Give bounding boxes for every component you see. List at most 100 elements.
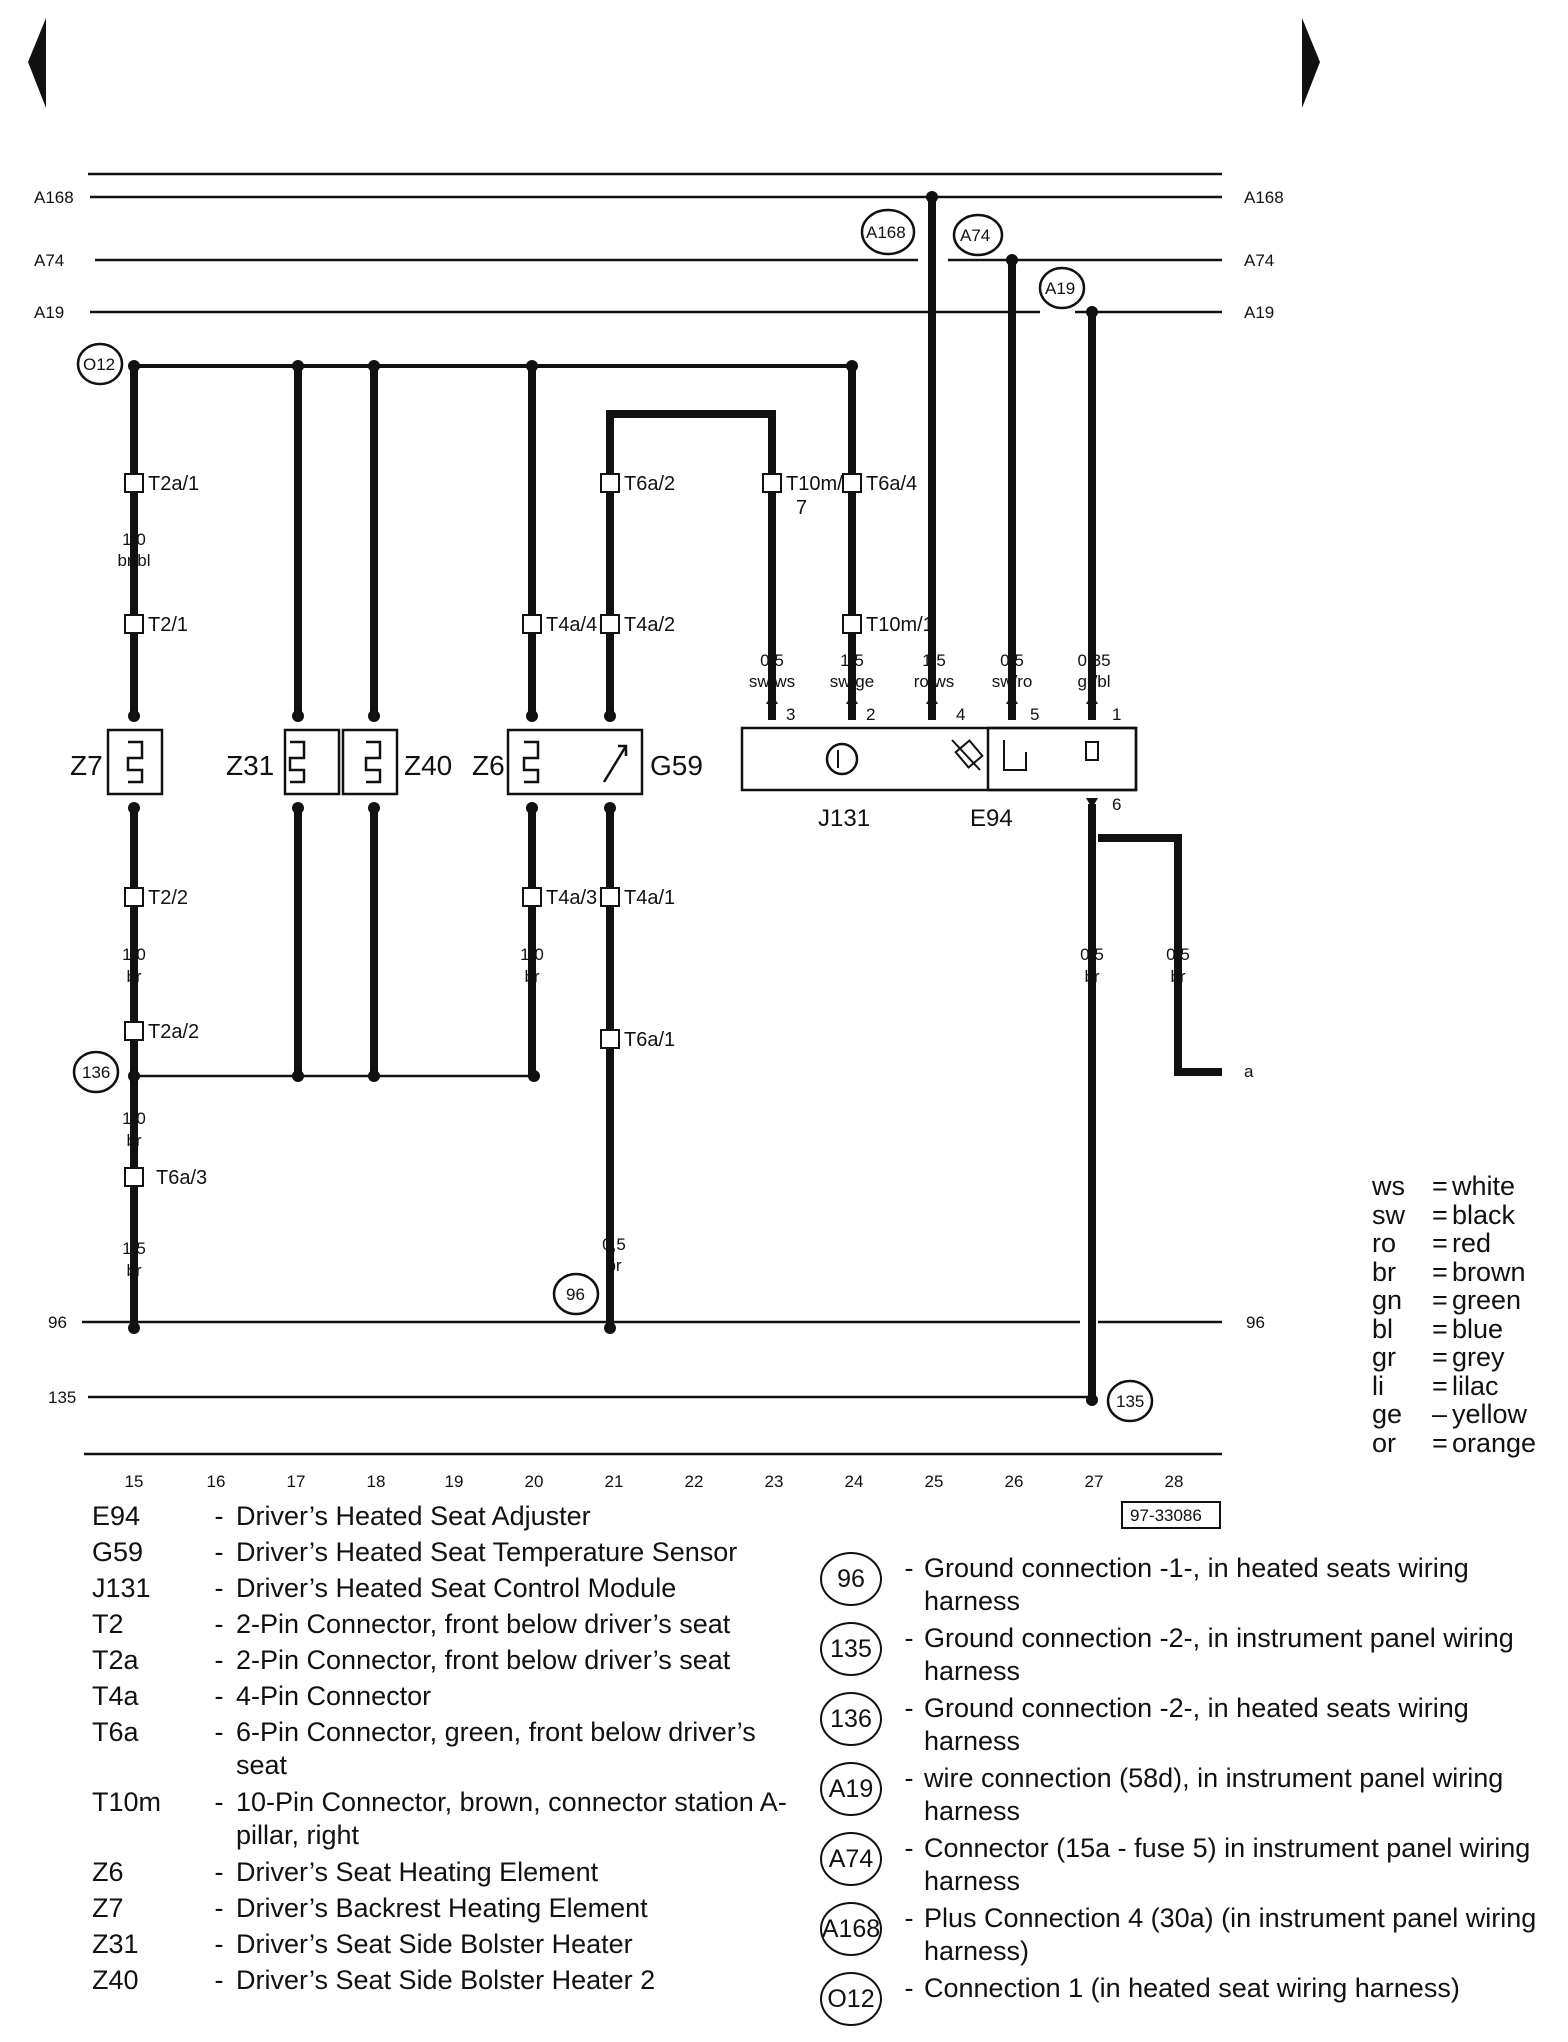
- color-name: grey: [1452, 1342, 1505, 1372]
- pin-2: 2: [866, 705, 875, 724]
- legend-row: T4a -4-Pin Connector: [92, 1680, 812, 1716]
- connector-t4a3: T4a/3: [546, 887, 597, 909]
- heater-symbols: [126, 740, 628, 784]
- connection-desc: Ground connection -1-, in heated seats w…: [924, 1553, 1469, 1616]
- connection-legend: 96-Ground connection -1-, in heated seat…: [820, 1552, 1540, 2042]
- color-name: yellow: [1452, 1399, 1528, 1429]
- color-eq: =: [1432, 1427, 1448, 1458]
- legend-desc: Driver’s Seat Side Bolster Heater 2: [236, 1965, 656, 1995]
- color-code: ws: [1372, 1171, 1405, 1201]
- component-z40: Z40: [404, 750, 452, 781]
- legend-dash: -: [214, 1573, 224, 1603]
- track-17: 17: [287, 1472, 306, 1491]
- color-key-row: gn=green: [1372, 1286, 1536, 1315]
- legend-desc: Driver’s Backrest Heating Element: [236, 1893, 648, 1923]
- wire-25-size: 1,5: [922, 651, 946, 670]
- legend-dash: -: [214, 1537, 224, 1567]
- pin-4: 4: [956, 705, 965, 724]
- legend-code: T2: [92, 1609, 124, 1639]
- legend-row: J131-Driver’s Heated Seat Control Module: [92, 1572, 812, 1608]
- bus-lines: [82, 195, 1222, 1399]
- legend-code: T6a: [92, 1717, 139, 1747]
- triangle-right-icon[interactable]: [1302, 18, 1320, 108]
- connection-desc: Connector (15a - fuse 5) in instrument p…: [924, 1833, 1531, 1896]
- color-code: sw: [1372, 1199, 1405, 1230]
- color-eq: =: [1432, 1199, 1448, 1230]
- connector-t6a3: T6a/3: [156, 1167, 207, 1189]
- wire-15b-color: br: [126, 967, 141, 986]
- connector-t22: T2/2: [148, 887, 188, 909]
- connector-t6a1: T6a/1: [624, 1029, 675, 1051]
- bus-label-a: a: [1244, 1062, 1254, 1081]
- wire-20-size: 1,0: [520, 945, 544, 964]
- legend-row: Z31-Driver’s Seat Side Bolster Heater: [92, 1928, 812, 1964]
- connector-t6a4: T6a/4: [866, 473, 917, 495]
- legend-desc: Driver’s Seat Heating Element: [236, 1857, 599, 1887]
- connection-id: 136: [820, 1692, 882, 1746]
- legend-desc: 4-Pin Connector: [236, 1681, 432, 1711]
- component-legend: E94-Driver’s Heated Seat Adjuster G59-Dr…: [92, 1500, 812, 2000]
- color-code: li: [1372, 1370, 1384, 1401]
- legend-dash: -: [214, 1681, 224, 1711]
- connection-dash: -: [904, 1623, 914, 1653]
- legend-dash: -: [214, 1787, 224, 1817]
- track-24: 24: [845, 1472, 864, 1491]
- legend-row: Z6-Driver’s Seat Heating Element: [92, 1856, 812, 1892]
- legend-row: Z7 -Driver’s Backrest Heating Element: [92, 1892, 812, 1928]
- pin-5: 5: [1030, 705, 1039, 724]
- color-code: br: [1372, 1256, 1397, 1287]
- legend-desc: 2-Pin Connector, front below driver’s se…: [236, 1609, 731, 1639]
- component-z7: Z7: [70, 750, 103, 781]
- color-name: lilac: [1452, 1370, 1499, 1401]
- wire-21-color: br: [606, 1256, 621, 1275]
- connection-desc: Ground connection -2-, in instrument pan…: [924, 1623, 1514, 1686]
- bus-label-135-left: 135: [48, 1388, 76, 1407]
- color-key-row: gr=grey: [1372, 1343, 1536, 1372]
- wire-27d-size: 0,5: [1080, 945, 1104, 964]
- connection-circles: [72, 208, 1154, 1423]
- connection-dash: -: [904, 1553, 914, 1583]
- color-name: blue: [1452, 1313, 1504, 1344]
- track-20: 20: [525, 1472, 544, 1491]
- connection-id: O12: [820, 1972, 882, 2026]
- bus-label-a19-right: A19: [1244, 303, 1274, 322]
- track-16: 16: [207, 1472, 226, 1491]
- legend-desc: 6-Pin Connector, green, front below driv…: [236, 1717, 756, 1780]
- color-key-row: ge–yellow: [1372, 1400, 1536, 1429]
- connection-id: 135: [820, 1622, 882, 1676]
- wire-15c-size: 1,0: [122, 1109, 146, 1128]
- track-27: 27: [1085, 1472, 1104, 1491]
- legend-dash: -: [214, 1965, 224, 1995]
- legend-dash: -: [214, 1893, 224, 1923]
- component-z31: Z31: [226, 750, 274, 781]
- legend-desc: Driver’s Heated Seat Adjuster: [236, 1501, 591, 1531]
- track-26: 26: [1005, 1472, 1024, 1491]
- j131-module-box: [740, 726, 1138, 792]
- color-code: gr: [1372, 1342, 1397, 1372]
- legend-code: T2a: [92, 1645, 139, 1675]
- track-22: 22: [685, 1472, 704, 1491]
- connection-legend-row: 135-Ground connection -2-, in instrument…: [820, 1622, 1540, 1692]
- wire-20-color: br: [524, 967, 539, 986]
- color-code: or: [1372, 1427, 1397, 1458]
- connector-icons: [124, 473, 862, 1187]
- legend-dash: -: [214, 1717, 224, 1747]
- color-eq: =: [1432, 1171, 1448, 1201]
- color-key-row: br=brown: [1372, 1256, 1536, 1287]
- ref-code-box: [1121, 1501, 1221, 1529]
- legend-row: T6a -6-Pin Connector, green, front below …: [92, 1716, 812, 1786]
- wire-color-key: ws=white sw=black ro=red br=brown gn=gre…: [1372, 1172, 1536, 1457]
- legend-code: T4a: [92, 1681, 139, 1711]
- connection-legend-row: O12-Connection 1 (in heated seat wiring …: [820, 1972, 1540, 2042]
- color-name: green: [1452, 1285, 1522, 1315]
- legend-desc: 10-Pin Connector, brown, connector stati…: [236, 1787, 787, 1850]
- connection-dash: -: [904, 1973, 914, 2003]
- color-key-row: bl=blue: [1372, 1313, 1536, 1344]
- triangle-left-icon[interactable]: [28, 18, 46, 108]
- e94-adjuster-box: [986, 726, 1138, 792]
- connection-desc: Plus Connection 4 (30a) (in instrument p…: [924, 1903, 1537, 1966]
- track-28: 28: [1165, 1472, 1184, 1491]
- legend-code: Z7: [92, 1893, 124, 1923]
- connection-id: A74: [820, 1832, 882, 1886]
